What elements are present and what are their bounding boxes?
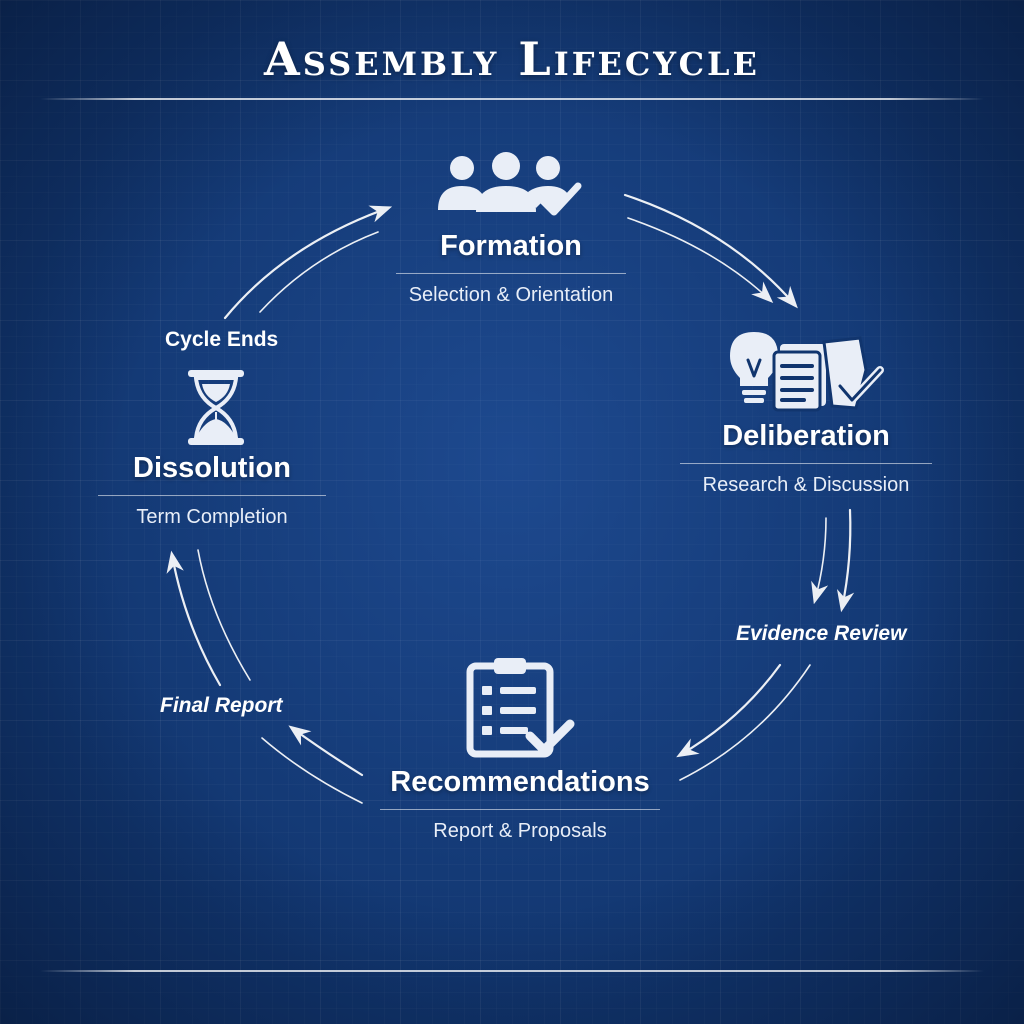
- arrow-formation-to-deliberation: [623, 193, 798, 309]
- stage-subtitle-deliberation: Research & Discussion: [702, 474, 910, 496]
- clipboard-checklist-icon: [466, 658, 575, 758]
- arrow-deliberation-down-echo: [811, 517, 829, 605]
- stage-recommendations: Recommendations Report & Proposals: [380, 766, 660, 843]
- top-divider: [40, 98, 984, 100]
- arrow-final-report-to-dissolution: [166, 550, 222, 687]
- arrow-deliberation-down: [836, 508, 855, 613]
- stage-subtitle-dissolution: Term Completion: [136, 506, 288, 528]
- arrow-final-report-to-dissolution-echo: [197, 549, 251, 681]
- stage-dissolution: Dissolution Term Completion: [98, 452, 326, 529]
- arrow-review-to-recommendations-echo: [679, 664, 811, 781]
- arrow-review-to-recommendations: [676, 663, 782, 758]
- people-check-icon: [438, 152, 582, 216]
- bottom-divider: [40, 970, 984, 972]
- transition-label-final-report: Final Report: [160, 694, 283, 717]
- arrow-recommendations-to-final-report-echo: [261, 737, 363, 804]
- transition-label-cycle-ends: Cycle Ends: [165, 328, 279, 351]
- stage-subtitle-recommendations: Report & Proposals: [433, 820, 607, 842]
- hourglass-icon: [188, 370, 244, 445]
- stage-title-recommendations: Recommendations: [380, 766, 660, 810]
- arrow-cycle-ends-to-formation-echo: [259, 231, 379, 313]
- transition-label-evidence-review: Evidence Review: [736, 622, 907, 645]
- lightbulb-documents-icon: [730, 332, 884, 412]
- stage-title-deliberation: Deliberation: [680, 420, 932, 464]
- stage-subtitle-formation: Selection & Orientation: [408, 284, 614, 306]
- arrow-formation-to-deliberation-echo: [627, 217, 774, 304]
- stage-deliberation: Deliberation Research & Discussion: [680, 420, 932, 497]
- stage-formation: Formation Selection & Orientation: [396, 230, 626, 307]
- arrow-recommendations-to-final-report: [288, 725, 364, 777]
- page-title: Assembly Lifecycle: [264, 32, 760, 86]
- stage-title-dissolution: Dissolution: [98, 452, 326, 496]
- stage-title-formation: Formation: [396, 230, 626, 274]
- arrow-cycle-ends-to-formation: [223, 205, 393, 320]
